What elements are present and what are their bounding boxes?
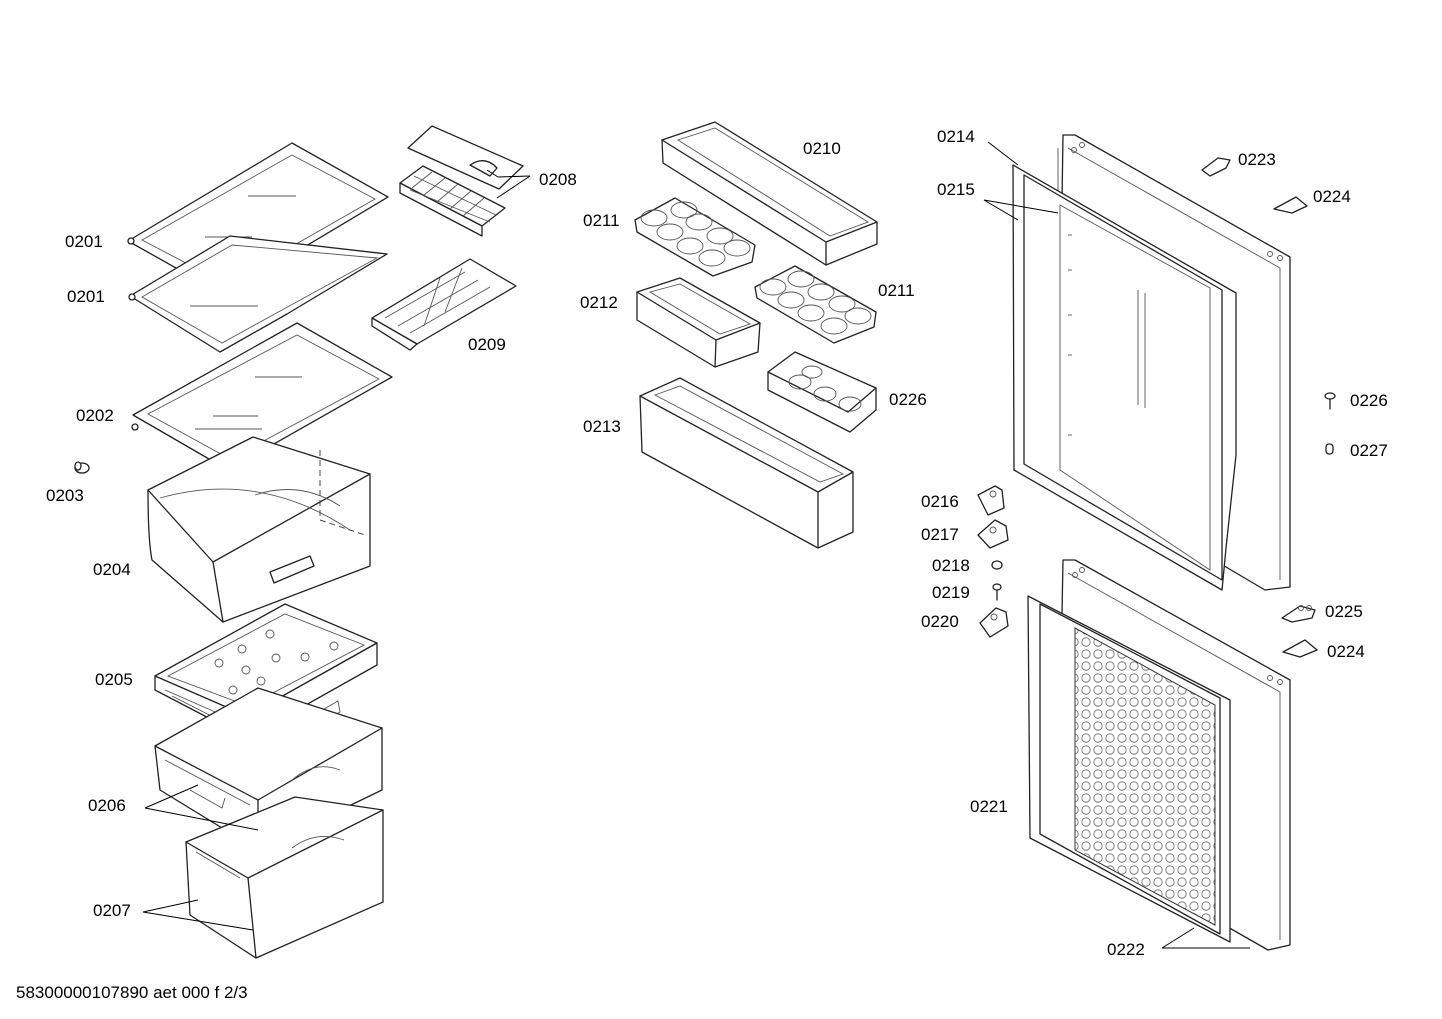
hinge-upper-part — [977, 485, 1005, 516]
label-0212: 0212 — [580, 293, 618, 312]
label-0208: 0208 — [539, 170, 577, 189]
hinge-cover-0224-upper — [1273, 196, 1308, 214]
label-0218: 0218 — [932, 556, 970, 575]
label-0226-middle: 0226 — [889, 390, 927, 409]
label-0210: 0210 — [803, 139, 841, 158]
label-0211-right: 0211 — [878, 281, 915, 300]
label-0221: 0221 — [970, 797, 1008, 816]
lower-door-gasket — [1027, 595, 1231, 943]
egg-tray-left — [634, 197, 756, 277]
part-labels: 0201 0201 0202 0203 0204 0205 0206 0207 … — [46, 127, 1388, 959]
door-bin-large — [639, 377, 854, 549]
label-0207: 0207 — [93, 901, 131, 920]
label-0226-right: 0226 — [1350, 391, 1388, 410]
door-shelf-long — [661, 121, 878, 266]
ice-cube-tray — [399, 165, 506, 237]
label-0201-upper: 0201 — [65, 232, 103, 251]
label-0217: 0217 — [921, 525, 959, 544]
butter-dish — [371, 258, 517, 351]
egg-holder-bin — [767, 351, 877, 433]
hinge-screw — [992, 583, 1002, 601]
door-bin-small — [636, 277, 761, 368]
label-0215: 0215 — [937, 180, 975, 199]
hinge-cap-0223 — [1201, 157, 1231, 177]
label-0222: 0222 — [1107, 940, 1145, 959]
label-0227: 0227 — [1350, 441, 1388, 460]
label-0202: 0202 — [76, 406, 114, 425]
label-0223: 0223 — [1238, 150, 1276, 169]
hinge-lower-part — [979, 607, 1009, 638]
label-0206: 0206 — [88, 796, 126, 815]
footer-doc-id: 58300000107890 aet 000 f 2/3 — [16, 983, 248, 1002]
label-0209: 0209 — [468, 335, 506, 354]
label-0203: 0203 — [46, 486, 84, 505]
glass-shelf-lower — [128, 235, 388, 353]
plug-part — [74, 461, 90, 474]
label-0225: 0225 — [1325, 602, 1363, 621]
label-0211-left: 0211 — [583, 211, 620, 230]
hinge-0225 — [1281, 605, 1316, 623]
leader-lines — [142, 141, 1250, 949]
screw-0226 — [1324, 392, 1336, 410]
egg-tray-right — [754, 265, 877, 344]
label-0205: 0205 — [95, 670, 133, 689]
hinge-washer — [991, 560, 1003, 570]
label-0201-lower: 0201 — [67, 287, 105, 306]
label-0224-lower: 0224 — [1327, 642, 1365, 661]
label-0224-upper: 0224 — [1313, 187, 1351, 206]
label-0216: 0216 — [921, 492, 959, 511]
crisper-bin — [147, 436, 371, 623]
label-0219: 0219 — [932, 583, 970, 602]
label-0214: 0214 — [937, 127, 975, 146]
upper-door-gasket — [1012, 164, 1237, 591]
glass-shelf-framed — [131, 322, 393, 471]
label-0204: 0204 — [93, 560, 131, 579]
label-0213: 0213 — [583, 417, 621, 436]
hinge-bracket — [977, 519, 1009, 549]
ice-tray-lid — [407, 125, 524, 190]
pin-0227 — [1325, 443, 1334, 455]
hinge-cover-0224-lower — [1282, 639, 1318, 658]
drawer-lower — [185, 796, 384, 959]
label-0220: 0220 — [921, 612, 959, 631]
